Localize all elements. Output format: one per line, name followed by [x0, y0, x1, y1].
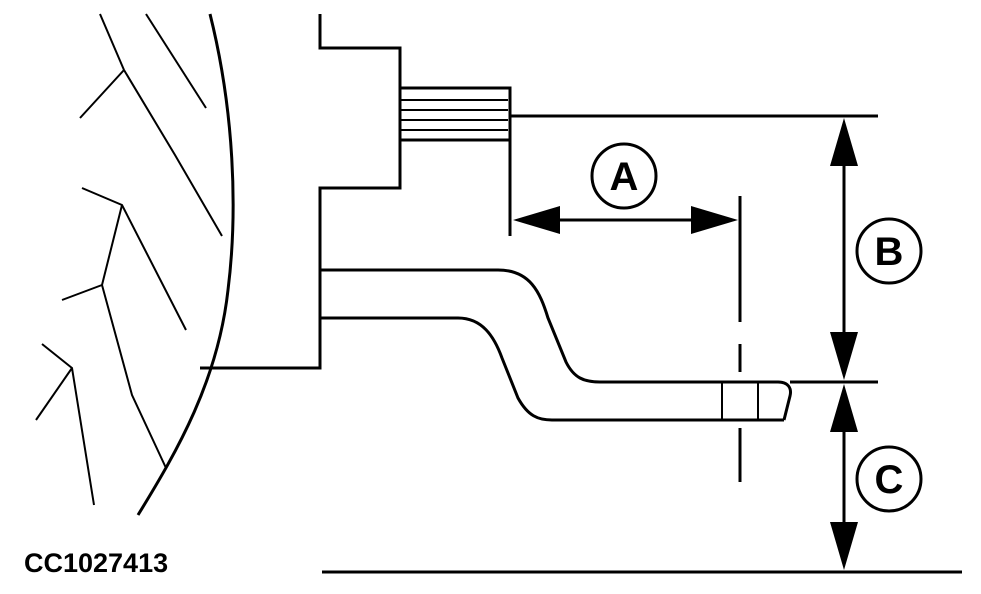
callout-b-label: B	[875, 230, 904, 274]
pto-shaft-outline	[400, 86, 512, 142]
reference-lines	[322, 114, 962, 574]
figure-id: CC1027413	[24, 548, 168, 578]
dimension-c-arrow-bottom	[830, 522, 858, 570]
pto-shaft	[400, 86, 512, 236]
drawbar-lower-edge	[320, 316, 784, 422]
dimension-b-arrow-top	[830, 118, 858, 166]
tractor-housing	[200, 14, 402, 370]
tire	[35, 13, 235, 516]
dimension-b-arrow-bottom	[830, 332, 858, 380]
housing-outline	[200, 14, 402, 370]
tire-tread	[35, 13, 223, 506]
dimension-b	[830, 118, 858, 380]
callout-a-label: A	[610, 155, 639, 199]
tire-outline	[136, 13, 235, 516]
dimension-a-arrow-left	[513, 206, 560, 234]
drawbar	[320, 268, 792, 422]
dimension-a-arrow-right	[691, 206, 738, 234]
dimension-c	[830, 384, 858, 570]
dimension-c-arrow-top	[830, 384, 858, 432]
callout-c-label: C	[875, 458, 904, 502]
callout-a: A	[590, 142, 658, 210]
dimension-a	[513, 206, 738, 234]
callout-b: B	[855, 217, 923, 285]
drawbar-upper-edge	[320, 268, 792, 421]
callout-c: C	[855, 445, 923, 513]
